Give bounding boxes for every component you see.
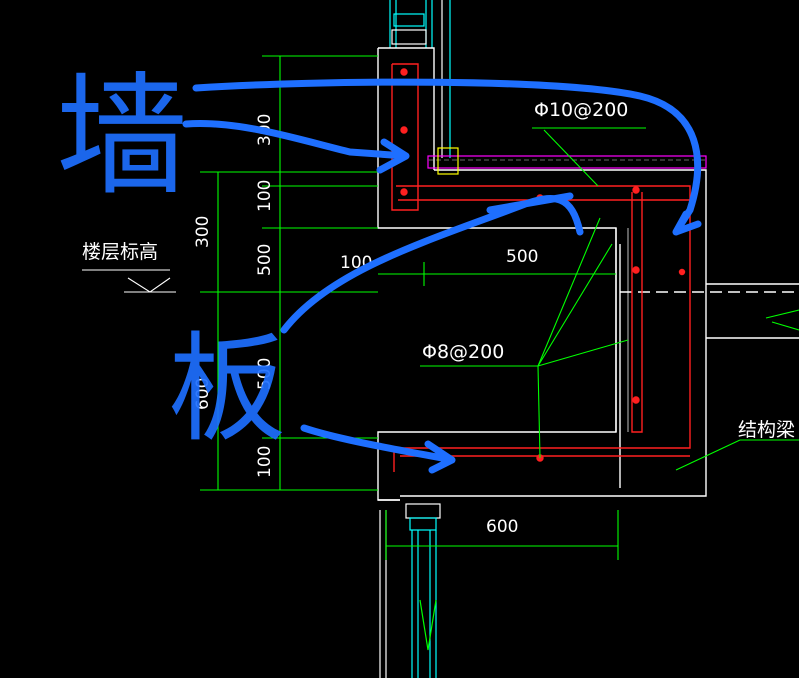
dim-vert-300: 300: [193, 216, 213, 248]
dim-vert-600: 600: [193, 378, 213, 410]
beam-curve: [280, 192, 584, 334]
window-top: [389, 0, 451, 158]
rebar: [391, 63, 691, 472]
dimension-lines: [82, 55, 619, 560]
structural-beam-label: 结构梁: [738, 419, 795, 441]
handwritten-annotations: [182, 78, 702, 474]
dim-vert-500-a: 500: [255, 244, 275, 276]
dim-vert-100-a: 100: [255, 180, 275, 212]
dim-horiz-500: 500: [506, 247, 538, 267]
slab-arrow: [300, 424, 456, 474]
wall-to-slab-arrow: [192, 78, 702, 236]
wall-annotation-text: 墙: [56, 60, 188, 214]
slab-annotation-text: 板: [168, 320, 286, 458]
wall-arrow: [182, 119, 410, 174]
window-bottom: [379, 503, 441, 678]
dim-vert-500-b: 500: [255, 358, 275, 390]
floor-level-label: 楼层标高: [82, 241, 158, 263]
slab-finish: [427, 147, 707, 175]
dim-horiz-600: 600: [486, 517, 518, 537]
leader-lines: [420, 127, 799, 471]
rebar-top-label: Φ10@200: [534, 99, 628, 121]
dim-vert-100-b: 100: [255, 446, 275, 478]
rebar-mid-label: Φ8@200: [422, 341, 504, 363]
